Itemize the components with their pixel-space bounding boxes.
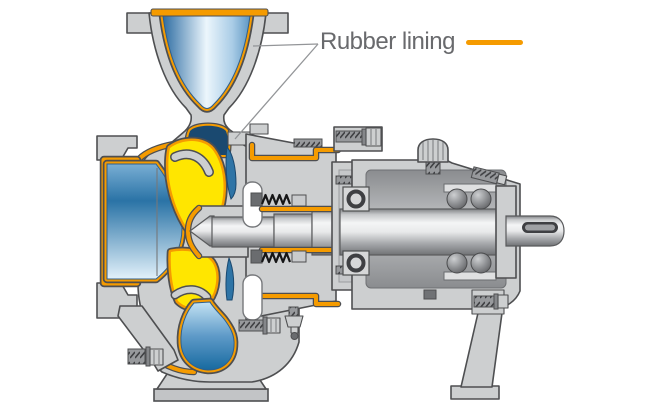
side-gap-flow-top [225, 145, 237, 200]
label-leader-lines [234, 43, 319, 140]
clamp-bolt [127, 346, 164, 367]
rubber-lining-label: Rubber lining [320, 30, 523, 54]
flange-bolt [333, 126, 383, 152]
threaded-joint-top [293, 138, 323, 148]
gland-slot-bottom [242, 274, 263, 321]
discharge-funnel [126, 8, 289, 144]
funnel-flow-area [162, 15, 251, 109]
bearing-housing [331, 126, 565, 315]
support-leg [450, 312, 503, 400]
legend-dash [465, 39, 523, 45]
shaft-sleeve [273, 213, 313, 251]
cover-bolt [238, 316, 281, 335]
grease-nipple [284, 306, 304, 340]
seal-spring-top [260, 193, 292, 206]
bearing-end-plug [470, 166, 508, 186]
seal-spring-bottom [260, 251, 292, 264]
rubber-lining-label-text: Rubber lining [320, 28, 455, 55]
funnel-lining-lip [150, 8, 269, 17]
small-bearing-bottom [342, 250, 370, 276]
shaft-seal-springs [250, 192, 342, 264]
grease-cap [417, 138, 449, 175]
leg-bolt [471, 289, 509, 315]
ball-bearings-top [446, 188, 492, 210]
volute-bottom-channel [176, 297, 239, 375]
side-gap-flow-bottom [225, 256, 235, 301]
shaft-bearing-span [339, 208, 511, 256]
drain-plug [423, 289, 437, 300]
ball-bearings-bottom [446, 252, 492, 274]
small-bearing-top [342, 186, 370, 212]
